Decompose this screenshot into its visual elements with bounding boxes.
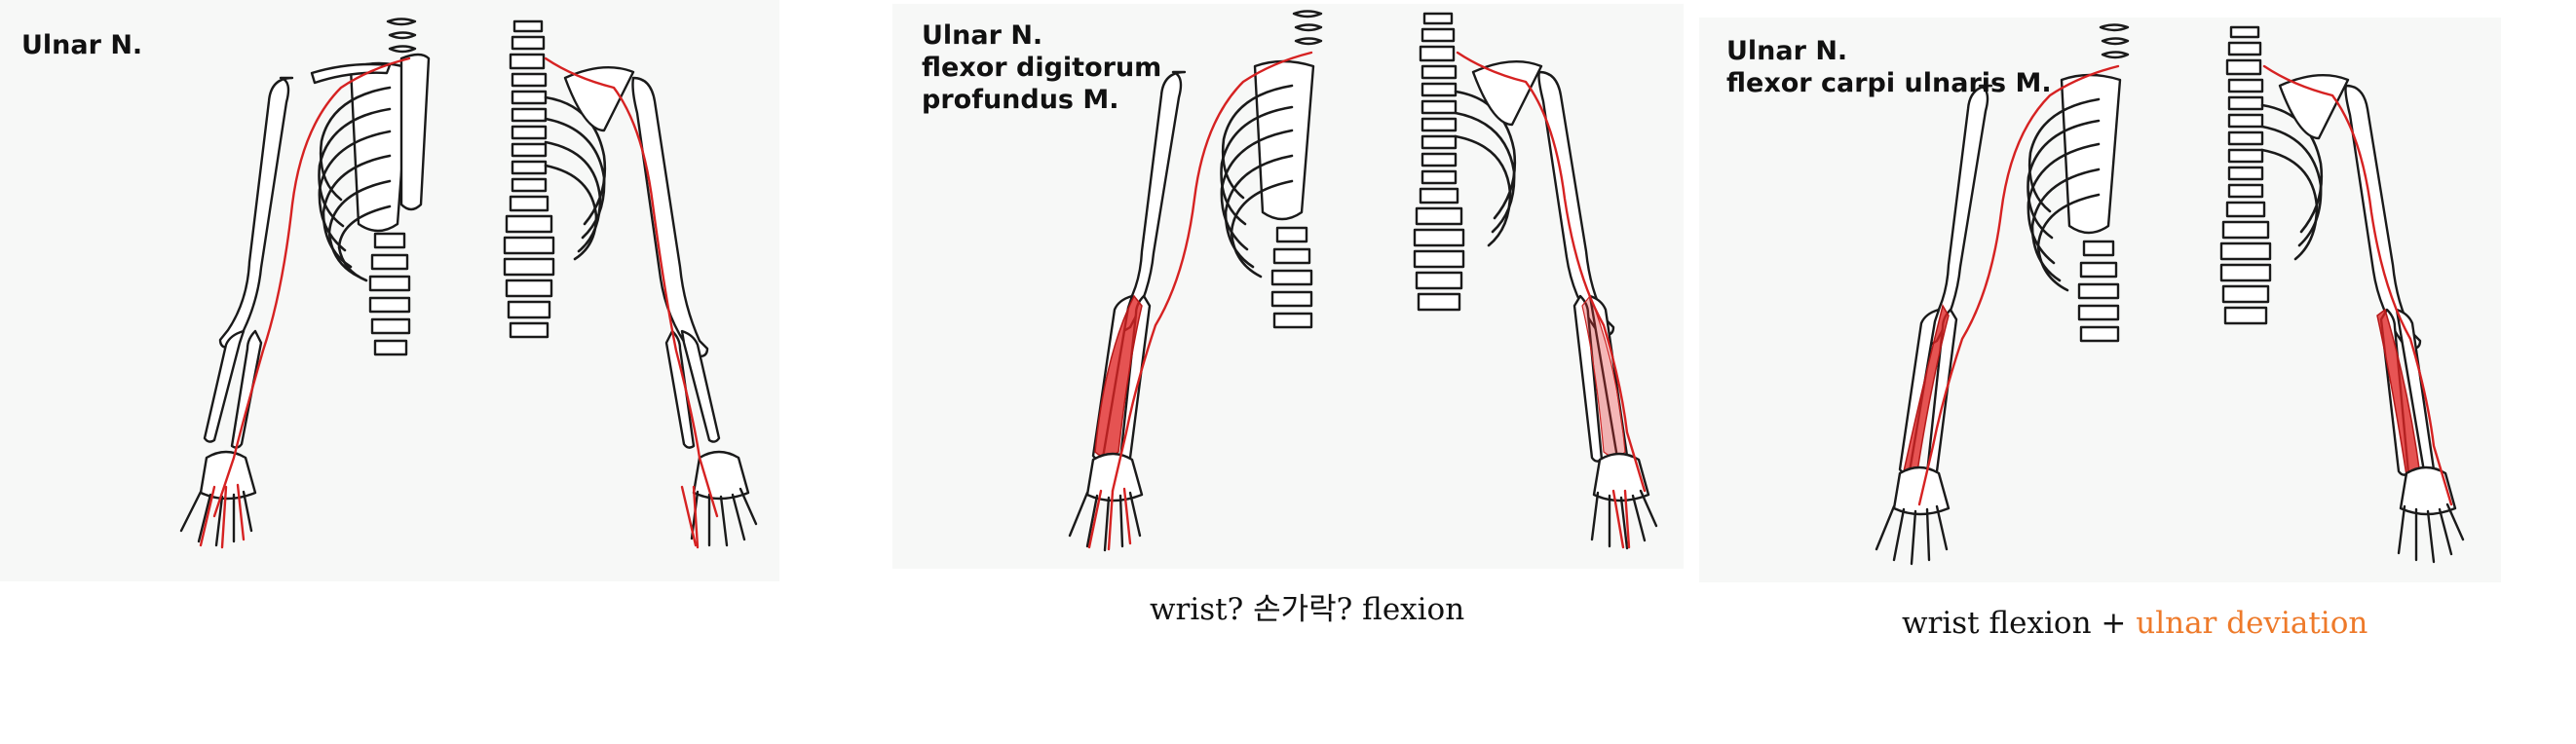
- posterior-skeleton: [2219, 25, 2465, 564]
- posterior-skeleton: [1413, 12, 1658, 550]
- ulnar-nerve-path: [1087, 51, 1647, 551]
- anterior-skeleton: [1068, 10, 1323, 552]
- diagram-panel-flexor-carpi-ulnaris: Ulnar N. flexor carpi ulnaris M.: [1699, 18, 2501, 582]
- diagram-panel-flexor-digitorum-profundus: Ulnar N. flexor digitorum profundus M.: [892, 4, 1684, 569]
- caption-text: wrist flexion +: [1902, 606, 2137, 641]
- caption-highlight: ulnar deviation: [2136, 606, 2368, 641]
- skeleton-illustration-fdp: [1068, 10, 1658, 552]
- panel-title: Ulnar N. flexor digitorum profundus M.: [922, 20, 1162, 115]
- ulnar-nerve-path: [199, 56, 719, 549]
- skeleton-illustration-fcu: [1875, 23, 2465, 566]
- panel-caption: wrist? 손가락? flexion: [1150, 592, 1465, 627]
- diagram-panel-ulnar-nerve: Ulnar N.: [0, 0, 779, 581]
- panel-title: Ulnar N. flexor carpi ulnaris M.: [1726, 36, 2052, 98]
- posterior-skeleton: [503, 19, 758, 547]
- skeleton-illustration-ulnar-nerve: [179, 18, 758, 549]
- panel-title: Ulnar N.: [21, 30, 143, 60]
- anterior-skeleton: [1875, 23, 2130, 566]
- panel-caption: wrist flexion + ulnar deviation: [1902, 606, 2368, 641]
- anterior-skeleton: [179, 18, 431, 547]
- ulnar-nerve-path: [1917, 64, 2453, 506]
